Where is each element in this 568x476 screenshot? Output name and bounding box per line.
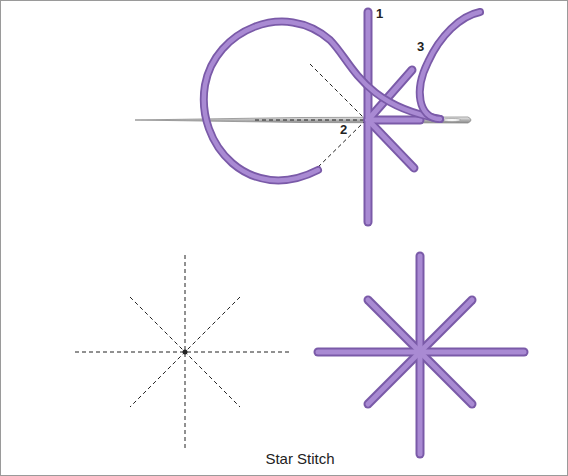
caption: Star Stitch xyxy=(265,451,334,468)
stitches xyxy=(368,12,420,222)
guide-lines xyxy=(255,64,366,172)
callout-number: 2 xyxy=(340,123,347,137)
callout-number: 1 xyxy=(376,7,383,21)
callout-number: 3 xyxy=(417,40,424,54)
star-guide xyxy=(75,255,292,448)
thread xyxy=(204,12,480,180)
finished-star xyxy=(318,256,524,454)
